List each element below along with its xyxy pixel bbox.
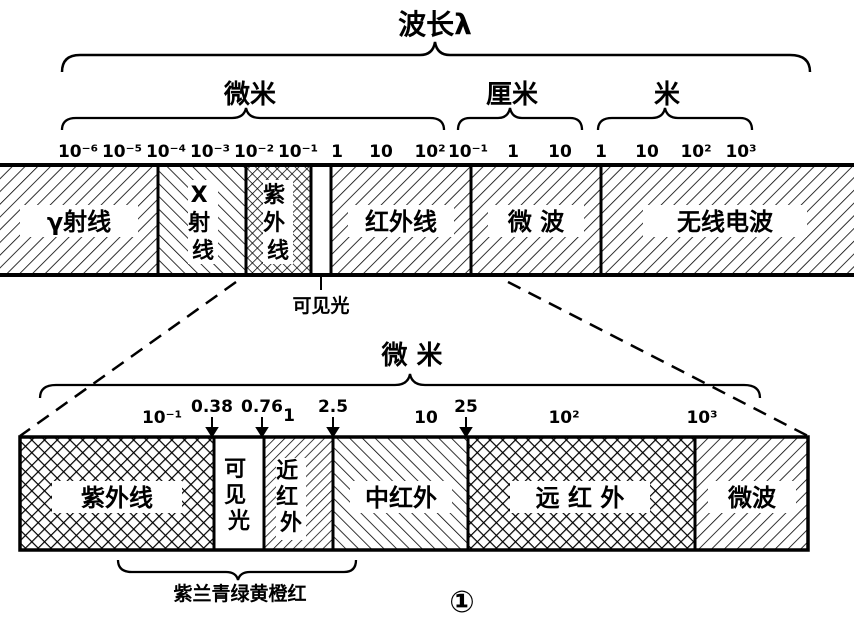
top-tick-label: 10: [369, 142, 393, 162]
label-microwave: 微 波: [507, 208, 565, 236]
group-brace-centimeter: [456, 107, 584, 131]
lower-tick-label: 10³: [686, 408, 717, 428]
label-ultraviolet: 紫 外 线: [263, 182, 293, 264]
group-label-micrometer: 微米: [223, 79, 276, 110]
label-visible-light: 可见光: [292, 294, 349, 317]
zoom-line-right: [507, 280, 809, 438]
label-x-ray: X 射 线: [187, 183, 218, 264]
group-brace-meter: [596, 107, 754, 131]
band-visible: [311, 165, 331, 275]
top-tick-label: 10⁻²: [234, 142, 274, 162]
lower-tick-label: 25: [454, 397, 478, 417]
lower-tick-arrows: [205, 417, 473, 438]
top-tick-label: 10⁻¹: [448, 142, 488, 162]
lower-tick-label: 10⁻¹: [142, 408, 182, 428]
group-label-centimeter: 厘米: [486, 80, 538, 110]
top-tick-label: 10³: [725, 142, 756, 162]
visible-colors-brace: [116, 559, 358, 581]
top-tick-label: 10⁻⁶: [58, 142, 98, 162]
top-tick-label: 1: [507, 142, 519, 162]
lower-group-brace: [38, 373, 762, 399]
lower-label-ultraviolet: 紫外线: [81, 484, 153, 512]
top-tick-label: 10: [635, 142, 659, 162]
top-tick-label: 10²: [680, 142, 711, 162]
label-radio-wave: 无线电波: [677, 208, 774, 236]
wavelength-brace: [60, 41, 812, 73]
top-tick-label: 1: [595, 142, 607, 162]
lower-band-visible: [214, 437, 264, 550]
lower-label-far-infrared: 远 红 外: [536, 484, 625, 512]
top-tick-label: 10⁻⁵: [102, 142, 142, 162]
lower-label-near-infrared: 近 红 外: [276, 458, 306, 536]
top-tick-label: 10⁻³: [190, 142, 230, 162]
lower-tick-label: 1: [283, 406, 295, 426]
label-gamma-ray: γ射线: [47, 208, 111, 236]
wavelength-title: 波长λ: [398, 8, 472, 41]
group-brace-micrometer: [60, 107, 446, 131]
top-tick-label: 10: [548, 142, 572, 162]
group-label-meter: 米: [654, 80, 680, 110]
lower-label-microwave: 微波: [727, 484, 777, 512]
lower-tick-label: 10: [414, 408, 438, 428]
lower-group-label: 微 米: [380, 340, 442, 371]
figure-number: ①: [449, 585, 474, 620]
lower-label-visible: 可 见 光: [224, 457, 254, 534]
label-infrared: 红外线: [365, 208, 437, 236]
lower-tick-label: 2.5: [318, 397, 348, 417]
visible-colors-label: 紫兰青绿黄橙红: [173, 582, 306, 605]
top-tick-label: 10⁻⁴: [146, 142, 186, 162]
lower-tick-label: 10²: [548, 408, 579, 428]
top-tick-label: 1: [331, 142, 343, 162]
lower-tick-label: 0.76: [241, 397, 283, 417]
label-x-ray-chars: X: [191, 183, 208, 208]
lower-label-mid-infrared: 中红外: [365, 484, 437, 512]
lower-tick-label: 0.38: [191, 397, 233, 417]
top-tick-label: 10²: [414, 142, 445, 162]
top-tick-label: 10⁻¹: [278, 142, 318, 162]
